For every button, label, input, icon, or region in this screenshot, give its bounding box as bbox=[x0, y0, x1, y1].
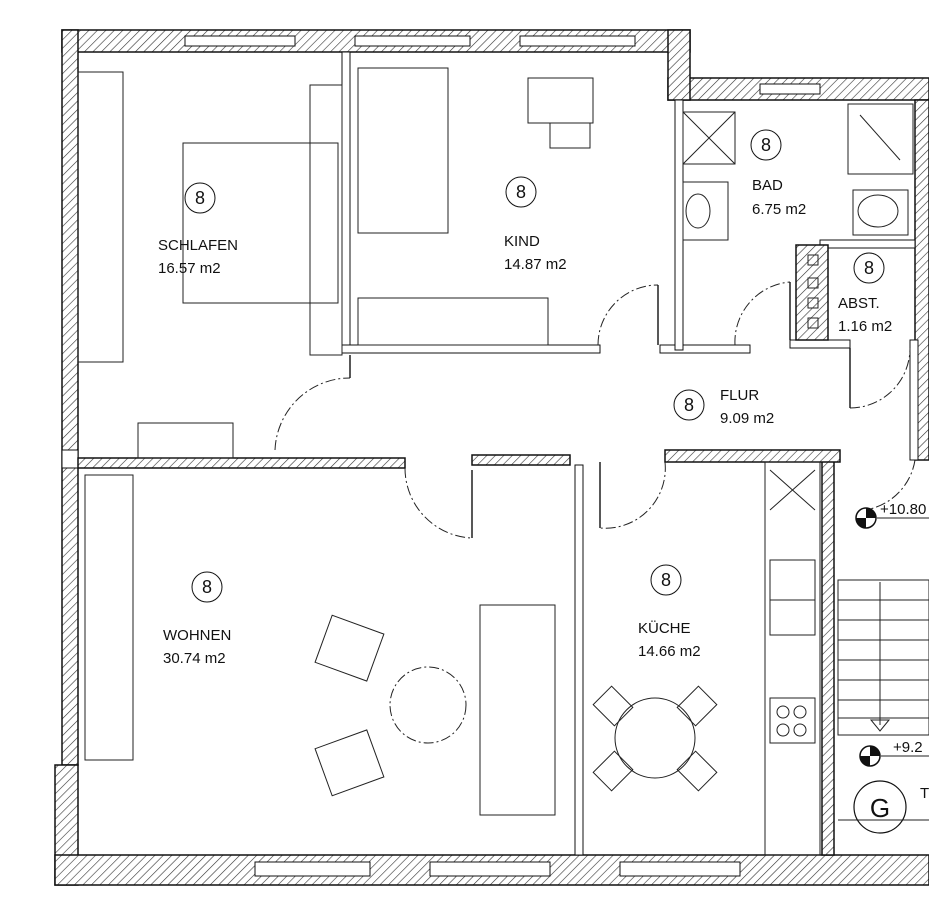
room-area: 14.87 m2 bbox=[504, 256, 567, 273]
stair-text: T bbox=[920, 785, 929, 802]
room-name: WOHNEN bbox=[163, 627, 231, 644]
room-name: FLUR bbox=[720, 387, 759, 404]
outer-walls bbox=[54, 29, 929, 886]
room-wohnen: 8 WOHNEN 30.74 m2 bbox=[163, 571, 231, 667]
level-marker-lower: +9.2 bbox=[859, 739, 929, 767]
stair-symbol-text: G bbox=[870, 793, 890, 823]
room-area: 9.09 m2 bbox=[720, 410, 774, 427]
level-upper-text: +10.80 bbox=[880, 501, 926, 518]
room-number: 8 bbox=[761, 135, 771, 155]
room-number: 8 bbox=[661, 570, 671, 590]
interior-walls bbox=[77, 51, 919, 856]
room-kind: 8 KIND 14.87 m2 bbox=[504, 176, 567, 273]
room-bad: 8 BAD 6.75 m2 bbox=[750, 129, 806, 218]
stair-symbol: G T bbox=[853, 780, 929, 834]
room-schlafen: 8 SCHLAFEN 16.57 m2 bbox=[158, 182, 238, 277]
room-area: 6.75 m2 bbox=[752, 201, 806, 218]
level-marker-upper: +10.80 bbox=[855, 501, 929, 529]
room-name: BAD bbox=[752, 177, 783, 194]
room-kueche: 8 KÜCHE 14.66 m2 bbox=[638, 564, 701, 660]
room-flur: 8 FLUR 9.09 m2 bbox=[673, 387, 774, 427]
room-number: 8 bbox=[195, 188, 205, 208]
furniture bbox=[77, 67, 914, 856]
level-lower-text: +9.2 bbox=[893, 739, 923, 756]
room-number: 8 bbox=[684, 395, 694, 415]
room-number: 8 bbox=[516, 182, 526, 202]
staircase bbox=[837, 579, 929, 821]
room-abst: 8 ABST. 1.16 m2 bbox=[838, 252, 892, 335]
room-name: KIND bbox=[504, 233, 540, 250]
room-name: SCHLAFEN bbox=[158, 237, 238, 254]
room-area: 16.57 m2 bbox=[158, 260, 221, 277]
room-number: 8 bbox=[202, 577, 212, 597]
doors bbox=[274, 281, 916, 539]
room-name: ABST. bbox=[838, 295, 880, 312]
room-number: 8 bbox=[864, 258, 874, 278]
room-area: 14.66 m2 bbox=[638, 643, 701, 660]
room-area: 30.74 m2 bbox=[163, 650, 226, 667]
room-area: 1.16 m2 bbox=[838, 318, 892, 335]
room-name: KÜCHE bbox=[638, 619, 691, 637]
